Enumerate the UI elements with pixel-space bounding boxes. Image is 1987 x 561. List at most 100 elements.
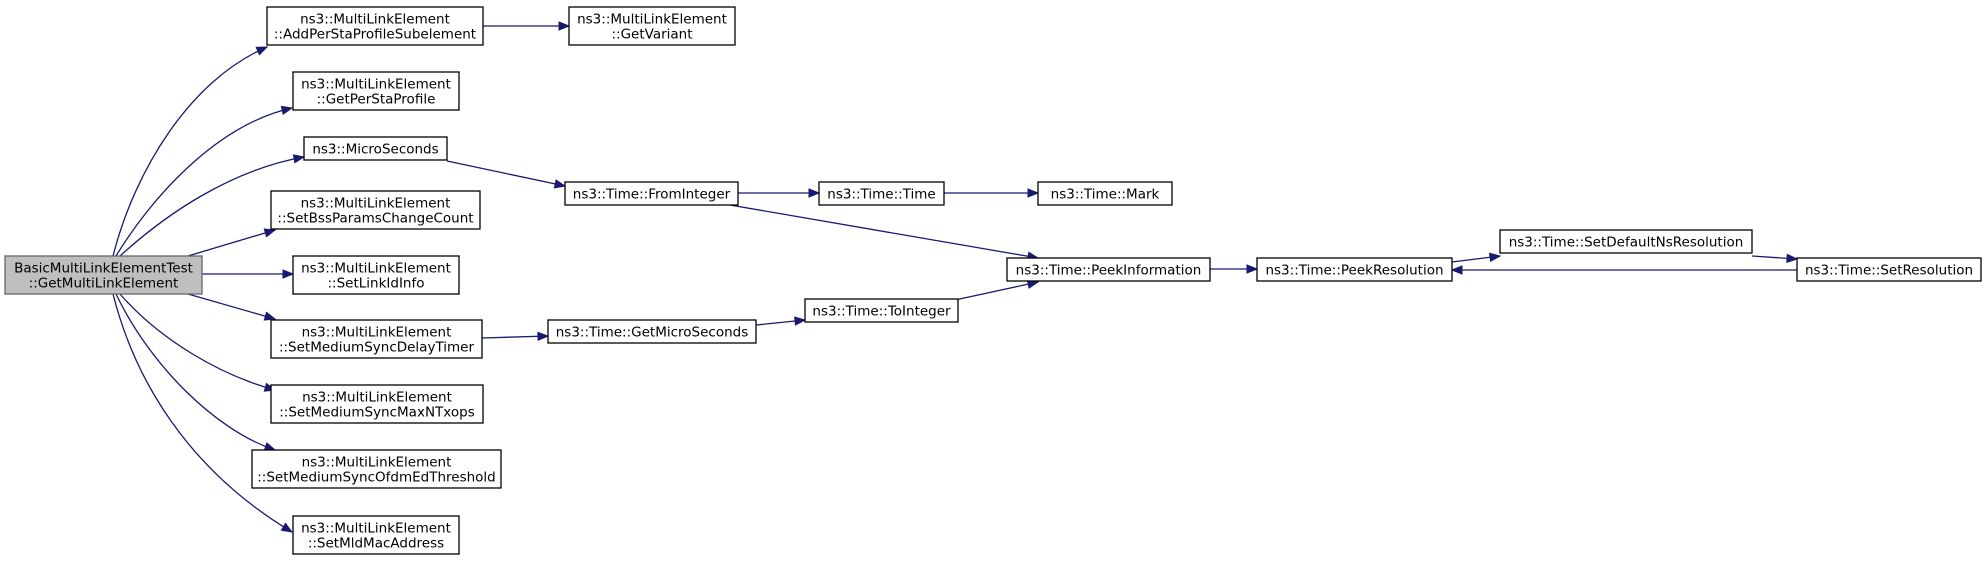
edge-root-to-add_per_sta [112,46,269,257]
edge-root-to-set_ofdm [115,293,277,452]
node-get-per-sta[interactable]: ns3::MultiLinkElement::GetPerStaProfile [292,71,460,111]
node-label-line: ns3::MultiLinkElement [302,455,452,471]
node-label-line: ns3::Time::PeekInformation [1016,263,1202,279]
node-set-resolution[interactable]: ns3::Time::SetResolution [1796,257,1982,282]
edge-line [187,293,276,320]
node-peek-information[interactable]: ns3::Time::PeekInformation [1006,257,1211,282]
arrowhead [537,331,550,342]
node-set-bss[interactable]: ns3::MultiLinkElement::SetBssParamsChang… [270,190,481,230]
edge-set_resolution-to-peek_resolution [1450,265,1797,275]
edge-to_integer-to-peek_information [954,279,1040,301]
node-set-link-id[interactable]: ns3::MultiLinkElement::SetLinkIdInfo [292,255,460,295]
node-box [270,319,483,359]
node-set-default-ns[interactable]: ns3::Time::SetDefaultNsResolution [1499,229,1753,254]
node-label-line: ns3::MultiLinkElement [301,521,451,537]
arrowhead [558,21,571,31]
arrowhead [263,228,277,238]
node-get-microseconds[interactable]: ns3::Time::GetMicroSeconds [547,319,757,344]
node-label-line: ns3::MultiLinkElement [577,12,727,28]
node-microseconds[interactable]: ns3::MicroSeconds [303,136,448,161]
node-box [251,449,502,489]
node-label-line: ns3::MultiLinkElement [301,261,451,277]
node-box [818,181,945,206]
node-label-line: ::GetVariant [611,27,692,43]
edge-line [119,156,305,257]
node-label-line: ns3::MultiLinkElement [302,390,452,406]
node-label-line: ns3::MultiLinkElement [302,325,452,341]
node-root[interactable]: BasicMultiLinkElementTest::GetMultiLinkE… [4,255,203,295]
edge-line [112,293,293,533]
edge-set_default_ns-to-set_resolution [1751,253,1799,264]
node-time-time[interactable]: ns3::Time::Time [818,181,945,206]
node-box [547,319,757,344]
arrowhead [280,105,294,115]
node-label-line: ::SetBssParamsChangeCount [277,211,473,227]
node-box [804,298,959,323]
node-label-line: ::SetMediumSyncDelayTimer [279,340,475,356]
edge-peek_information-to-peek_resolution [1210,264,1259,274]
node-box [1499,229,1753,254]
arrowhead [1488,252,1502,263]
node-label-line: ::SetMldMacAddress [308,536,444,552]
edge-root-to-set_delay_timer [187,293,277,321]
edge-line [115,107,293,257]
node-time-mark[interactable]: ns3::Time::Mark [1037,181,1173,206]
node-box [1037,181,1173,206]
node-label-line: ns3::Time::GetMicroSeconds [556,325,749,341]
arrowhead [1450,265,1463,275]
node-label-line: ::SetMediumSyncMaxNTxops [279,405,474,421]
arrowhead [794,316,807,326]
edge-from_integer-to-time_time [738,188,821,198]
edge-from_integer-to-peek_information [729,204,1040,261]
node-set-mld-mac[interactable]: ns3::MultiLinkElement::SetMldMacAddress [292,515,460,555]
edge-line [954,281,1039,301]
node-box [564,181,739,206]
edge-get_microseconds-to-to_integer [755,316,807,326]
edge-root-to-set_link_id [202,269,295,279]
edge-root-to-microseconds [119,154,306,257]
node-label-line: ns3::Time::Mark [1051,187,1160,203]
node-label-line: ns3::Time::SetDefaultNsResolution [1509,235,1744,251]
node-label-line: ns3::Time::Time [827,187,935,203]
edge-root-to-set_bss [187,228,277,257]
edge-line [119,293,276,391]
node-add-per-sta[interactable]: ns3::MultiLinkElement::AddPerStaProfileS… [266,6,484,46]
node-from-integer[interactable]: ns3::Time::FromInteger [564,181,739,206]
node-label-line: ::GetMultiLinkElement [29,276,179,292]
edge-line [446,160,566,187]
node-label-line: ns3::Time::FromInteger [573,187,731,203]
node-box [270,190,481,230]
node-label-line: ns3::MultiLinkElement [301,196,451,212]
node-box [1256,257,1453,282]
edge-line [187,229,276,257]
edge-line [729,204,1039,259]
arrowhead [1027,188,1040,198]
node-set-max-ntxops[interactable]: ns3::MultiLinkElement::SetMediumSyncMaxN… [270,384,484,424]
arrowhead [553,179,567,189]
node-box [266,6,484,46]
edge-add_per_sta-to-get_variant [483,21,571,31]
node-box [568,6,736,46]
node-label-line: ns3::MultiLinkElement [301,77,451,93]
node-box [4,255,203,295]
node-label-line: ns3::MultiLinkElement [300,12,450,28]
node-label-line: ns3::MicroSeconds [312,142,438,158]
node-set-ofdm[interactable]: ns3::MultiLinkElement::SetMediumSyncOfdm… [251,449,502,489]
node-label-line: BasicMultiLinkElementTest [14,261,193,277]
node-box [292,71,460,111]
arrowhead [1786,253,1799,264]
node-box [1006,257,1211,282]
node-to-integer[interactable]: ns3::Time::ToInteger [804,298,959,323]
node-get-variant[interactable]: ns3::MultiLinkElement::GetVariant [568,6,736,46]
edge-line [115,293,276,451]
edge-time_time-to-time_mark [944,188,1040,198]
edge-line [112,46,268,257]
node-label-line: ::SetMediumSyncOfdmEdThreshold [257,470,496,486]
edge-peek_resolution-to-set_default_ns [1451,252,1502,263]
arrowhead [255,46,269,56]
node-set-delay-timer[interactable]: ns3::MultiLinkElement::SetMediumSyncDela… [270,319,483,359]
node-label-line: ns3::Time::SetResolution [1805,263,1973,279]
node-peek-resolution[interactable]: ns3::Time::PeekResolution [1256,257,1453,282]
arrowhead [808,188,821,198]
